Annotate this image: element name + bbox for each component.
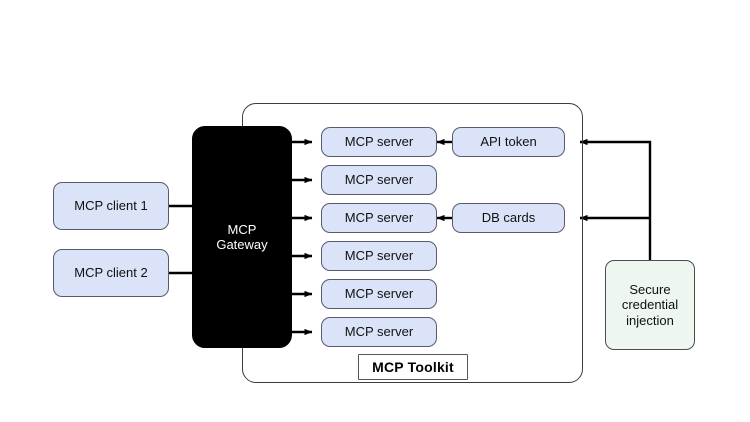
mcp-server-5-label: MCP server: [344, 286, 414, 302]
secure-credential-injection-line1: Secure: [629, 282, 671, 297]
mcp-server-6-label: MCP server: [344, 324, 414, 340]
mcp-gateway-label-line1: MCP: [227, 221, 257, 237]
secure-credential-injection-line2: credential: [621, 297, 679, 313]
mcp-server-2[interactable]: MCP server: [321, 165, 437, 195]
wire-injector-apitoken: [579, 138, 652, 260]
mcp-client-2-label: MCP client 2: [74, 265, 148, 281]
secure-credential-injection[interactable]: Secure credential injection: [605, 260, 695, 350]
mcp-client-2[interactable]: MCP client 2: [53, 249, 169, 297]
mcp-server-2-label: MCP server: [344, 172, 414, 188]
mcp-client-1[interactable]: MCP client 1: [53, 182, 169, 230]
api-token[interactable]: API token: [452, 127, 565, 157]
mcp-server-1[interactable]: MCP server: [321, 127, 437, 157]
secure-credential-injection-line3: injection: [626, 312, 674, 328]
mcp-server-4[interactable]: MCP server: [321, 241, 437, 271]
db-cards[interactable]: DB cards: [452, 203, 565, 233]
mcp-gateway-label-line2: Gateway: [216, 237, 268, 252]
mcp-server-5[interactable]: MCP server: [321, 279, 437, 309]
db-cards-label: DB cards: [481, 210, 536, 226]
mcp-gateway[interactable]: MCP Gateway: [192, 126, 292, 348]
mcp-client-1-label: MCP client 1: [74, 198, 148, 214]
mcp-toolkit-label: MCP Toolkit: [358, 354, 468, 380]
mcp-server-1-label: MCP server: [344, 134, 414, 150]
api-token-label: API token: [480, 134, 537, 150]
mcp-server-3-label: MCP server: [344, 210, 414, 226]
mcp-server-6[interactable]: MCP server: [321, 317, 437, 347]
mcp-server-3[interactable]: MCP server: [321, 203, 437, 233]
mcp-server-4-label: MCP server: [344, 248, 414, 264]
